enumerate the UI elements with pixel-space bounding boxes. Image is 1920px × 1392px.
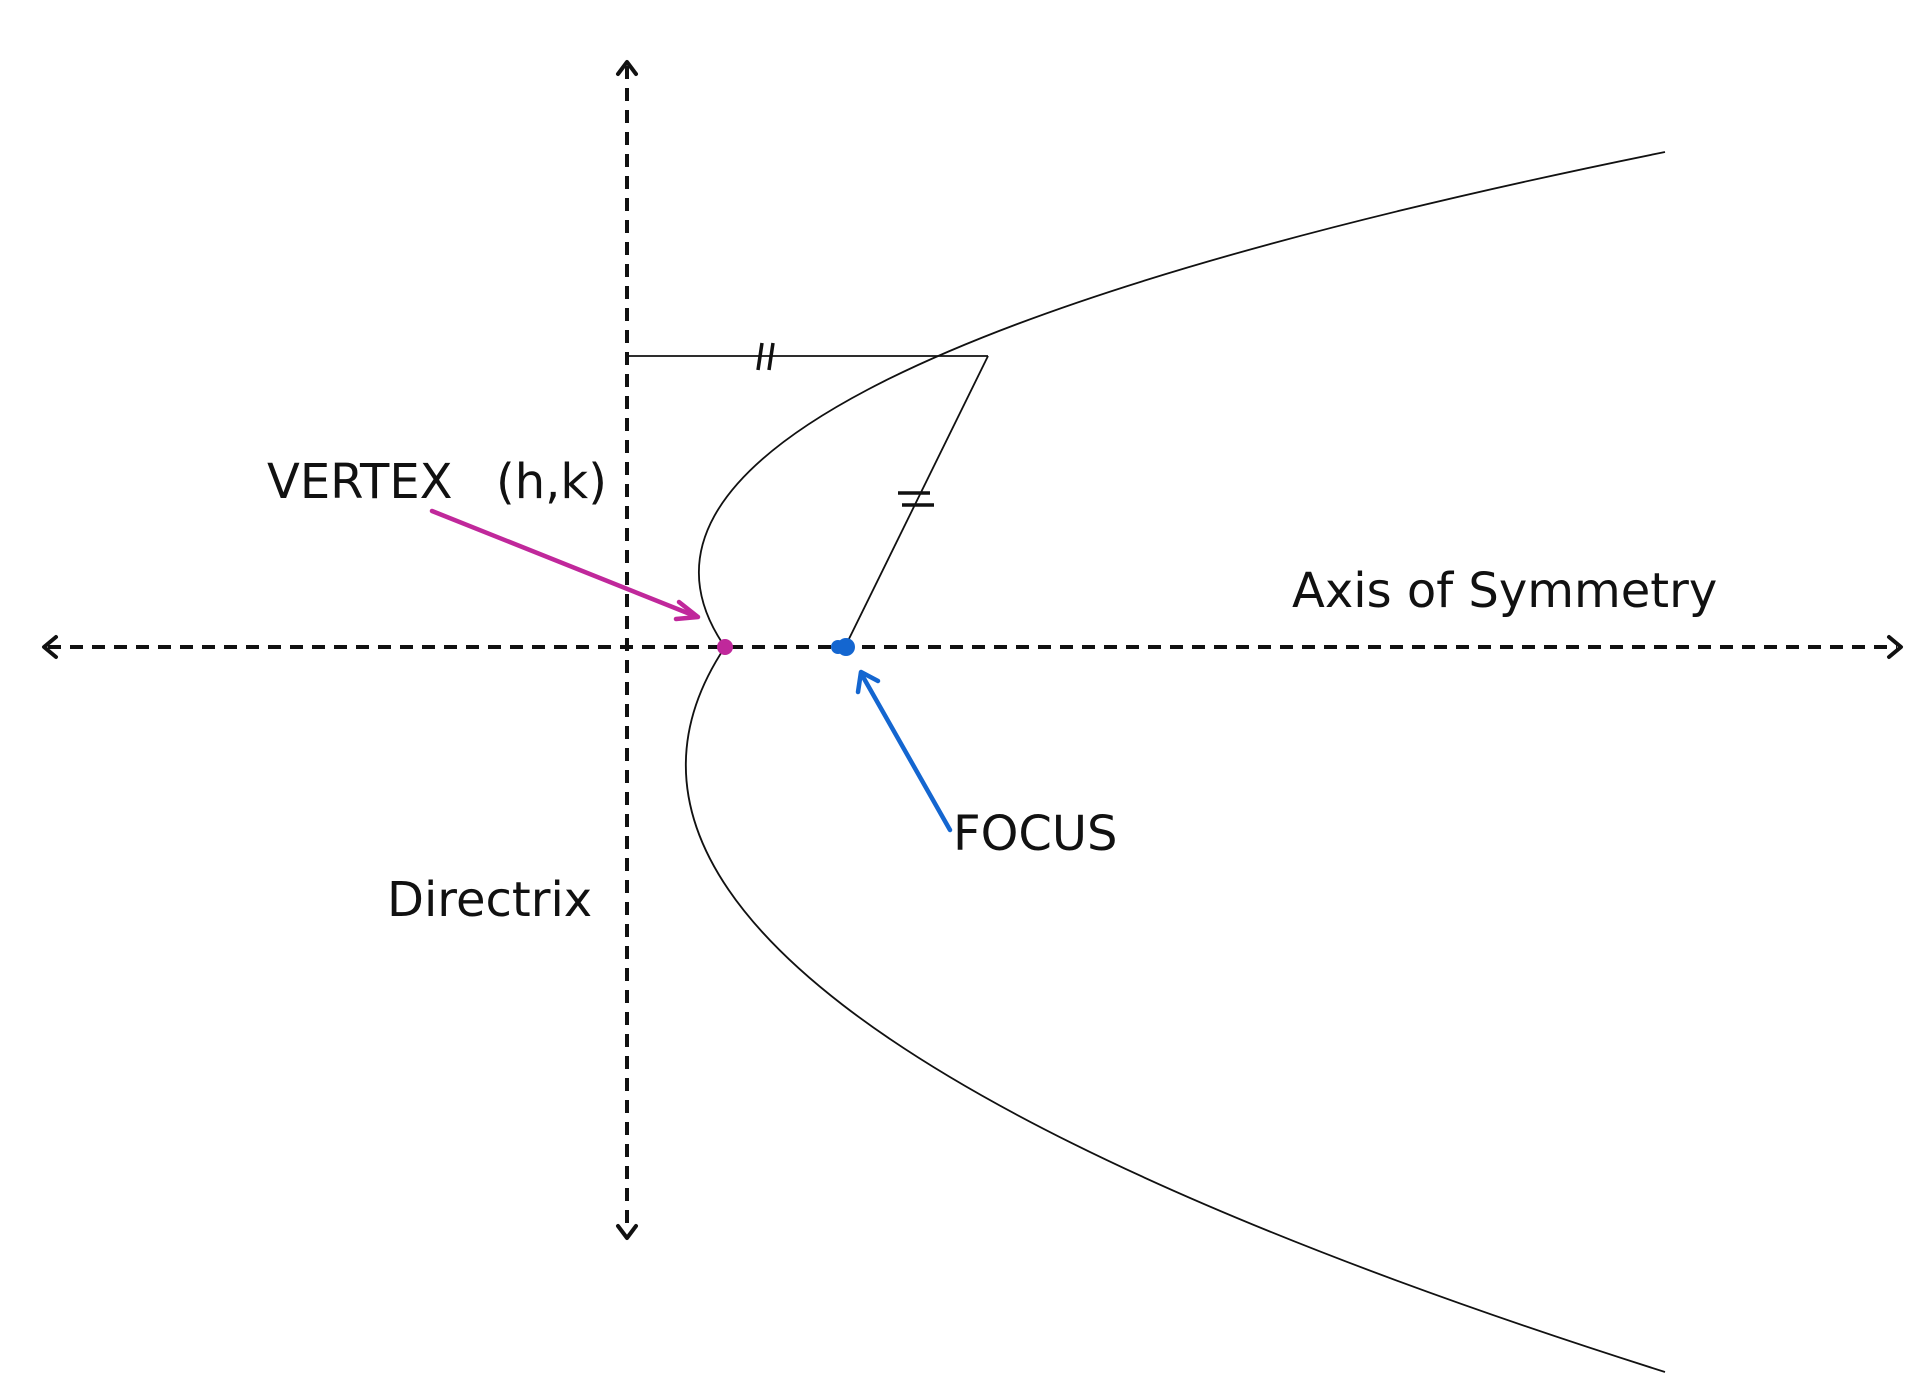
vertex-arrow bbox=[429, 508, 701, 622]
vertex-coords-label: (h,k) bbox=[496, 454, 607, 510]
vertex-label: VERTEX bbox=[267, 454, 453, 510]
focus-label: FOCUS bbox=[953, 806, 1118, 862]
axis-of-symmetry-line bbox=[42, 635, 1903, 659]
focus-arrow bbox=[855, 669, 953, 833]
directrix-line bbox=[616, 60, 638, 1240]
congruence-mark-horizontal bbox=[756, 342, 775, 371]
vertex-point bbox=[717, 639, 733, 655]
directrix-label: Directrix bbox=[387, 872, 592, 928]
axis-of-symmetry-label: Axis of Symmetry bbox=[1292, 563, 1717, 619]
focus-point bbox=[831, 638, 855, 656]
focus-distance-segment bbox=[844, 355, 989, 648]
parabola-curve bbox=[685, 151, 1666, 1373]
congruence-mark-slanted bbox=[898, 491, 934, 507]
